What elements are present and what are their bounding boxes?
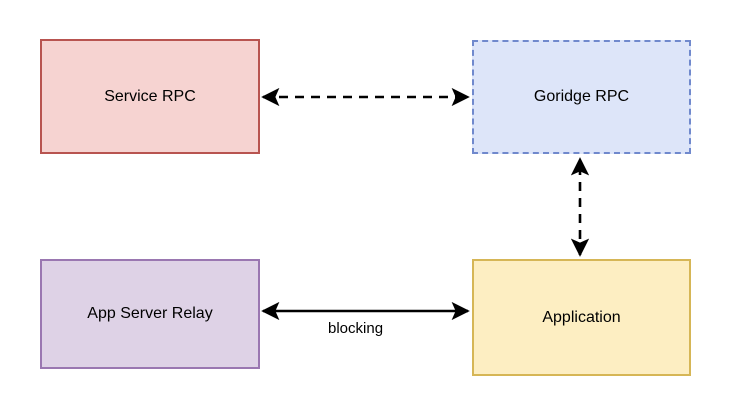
node-application[interactable]: Application [472,259,691,376]
node-app-server-relay[interactable]: App Server Relay [40,259,260,369]
node-app-server-relay-label: App Server Relay [87,305,213,323]
node-service-rpc-label: Service RPC [104,87,196,105]
node-goridge-rpc[interactable]: Goridge RPC [472,40,691,154]
node-goridge-rpc-label: Goridge RPC [533,88,630,106]
node-service-rpc[interactable]: Service RPC [40,39,260,154]
node-application-label: Application [542,308,621,326]
edge-label-blocking: blocking [325,320,387,337]
